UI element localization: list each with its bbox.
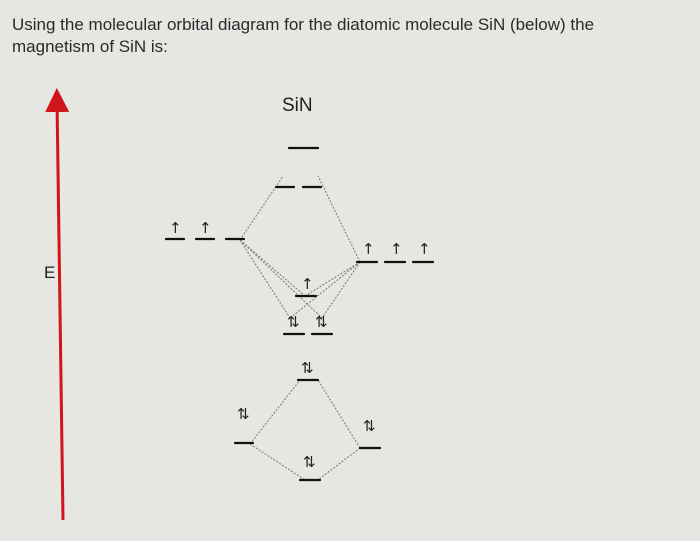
- electron-arrow: ⇅: [315, 313, 328, 331]
- electron-arrow: ↑: [169, 219, 182, 237]
- electron-arrow: ↑: [362, 240, 375, 258]
- question-text: Using the molecular orbital diagram for …: [12, 15, 595, 56]
- energy-axis-label: E: [44, 263, 55, 282]
- sigma-2p-orbital: ↑: [294, 275, 318, 298]
- n-p-orbitals: ↑ ↑ ↑: [355, 240, 435, 264]
- si-s-orbital: ⇅: [233, 405, 255, 445]
- electron-arrow: ↑: [418, 240, 431, 258]
- electron-arrow: ⇅: [303, 453, 316, 471]
- orbital-connectors: [239, 175, 361, 481]
- si-p-orbitals: ↑ ↑: [164, 219, 246, 241]
- electron-arrow: ⇅: [301, 359, 314, 377]
- sigma-2s-orbital: ⇅: [298, 453, 322, 482]
- electron-arrow: ↑: [390, 240, 403, 258]
- sigma-star-2s-orbital: ⇅: [296, 359, 320, 382]
- pi-2p-orbitals: ⇅ ⇅: [282, 313, 334, 336]
- electron-arrow: ⇅: [287, 313, 300, 331]
- electron-arrow: ⇅: [237, 405, 250, 423]
- electron-arrow: ⇅: [363, 417, 376, 435]
- electron-arrow: ↑: [199, 219, 212, 237]
- electron-arrow: ↑: [301, 275, 314, 293]
- energy-axis: [45, 88, 70, 521]
- n-s-orbital: ⇅: [358, 417, 382, 450]
- molecule-label: SiN: [282, 95, 313, 116]
